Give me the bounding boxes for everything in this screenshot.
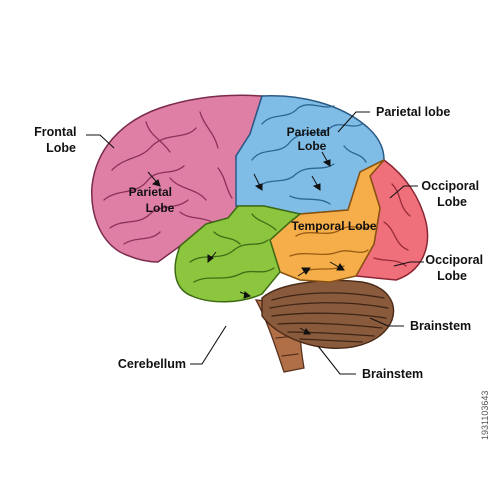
- frontal-lobe-region: [91, 94, 264, 263]
- frontal-leader: [86, 134, 115, 149]
- inner-parietal-label-top: Parietal Lobe: [287, 125, 334, 153]
- parietal-lobe-label: Parietal lobe: [376, 105, 450, 119]
- occipital-lobe-region: [354, 158, 429, 281]
- occipital-lobe-lower-label: Occiporal Lobe: [425, 253, 486, 283]
- inner-parietal-label-left: Parietal Lobe: [129, 185, 176, 215]
- frontal-lobe-label: Frontal Lobe: [34, 125, 80, 155]
- occipital-upper-leader: [389, 185, 418, 199]
- occipital-lobe-upper-label: Occiporal Lobe: [421, 179, 482, 209]
- parietal-top-leader: [337, 111, 370, 133]
- brainstem-upper-leader: [369, 317, 404, 327]
- stock-id: 1931103643: [480, 390, 490, 440]
- brainstem-lower-label: Brainstem: [362, 367, 423, 381]
- brainstem-upper-label: Brainstem: [410, 319, 471, 333]
- occipital-lower-leader: [393, 261, 424, 267]
- internal-arrows: [147, 151, 345, 335]
- cerebellum-label: Cerebellum: [118, 357, 186, 371]
- brainstem-lower-leader: [317, 345, 356, 375]
- inner-temporal-label: Temporal Lobe: [291, 219, 376, 233]
- cerebellum-leader: [190, 325, 227, 365]
